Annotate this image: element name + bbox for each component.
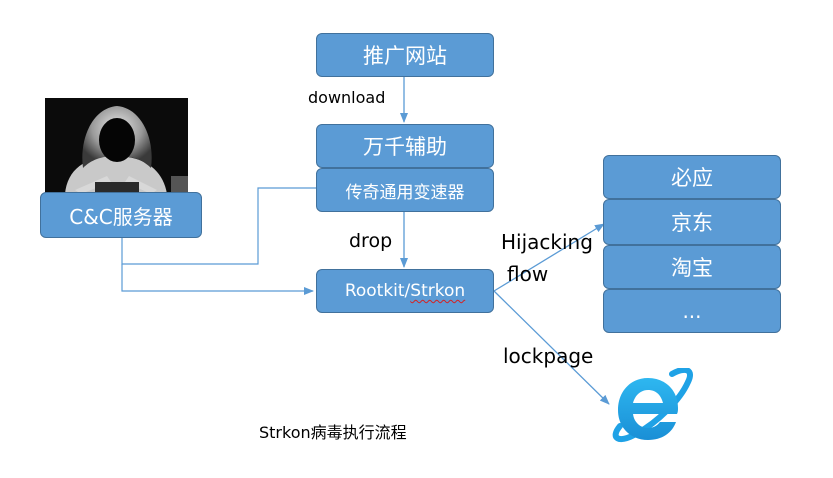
rootkit-prefix: Rootkit/ [344, 281, 411, 301]
target-label: ... [682, 299, 702, 323]
chuanqi-label: 传奇通用变速器 [345, 182, 465, 203]
target-node: 必应 [603, 155, 781, 199]
diagram-caption: Strkon病毒执行流程 [259, 423, 407, 442]
internet-explorer-icon [610, 366, 694, 444]
promo-site-label: 推广网站 [363, 44, 447, 68]
target-label: 必应 [671, 166, 713, 190]
cnc-to-rootkit-arrow [121, 264, 314, 295]
lockpage-label: lockpage [503, 344, 594, 368]
wanqian-label: 万千辅助 [363, 135, 447, 159]
hooded-hacker-icon [65, 106, 188, 194]
rootkit-node: Rootkit/Strkon [316, 269, 494, 313]
chuanqi-node: 传奇通用变速器 [316, 168, 494, 212]
drop-label: drop [349, 230, 393, 252]
hacker-image [45, 98, 188, 194]
promo-site-node: 推广网站 [316, 33, 494, 77]
target-node: 京东 [603, 199, 781, 245]
wanqian-node: 万千辅助 [316, 124, 494, 168]
flow-label: flow [507, 262, 549, 286]
target-label: 京东 [671, 211, 713, 235]
arrow-lockpage [493, 290, 610, 405]
target-label: 淘宝 [671, 256, 713, 280]
hijacking-label: Hijacking [501, 230, 593, 254]
arrow-hijacking [493, 223, 605, 292]
cnc-server-node: C&C服务器 [40, 192, 202, 238]
download-label: download [308, 88, 386, 107]
target-node: ... [603, 289, 781, 333]
cnc-to-chuanqi-line [121, 187, 316, 265]
target-node: 淘宝 [603, 245, 781, 289]
cnc-server-label: C&C服务器 [69, 204, 173, 229]
rootkit-word: Strkon [410, 281, 466, 301]
